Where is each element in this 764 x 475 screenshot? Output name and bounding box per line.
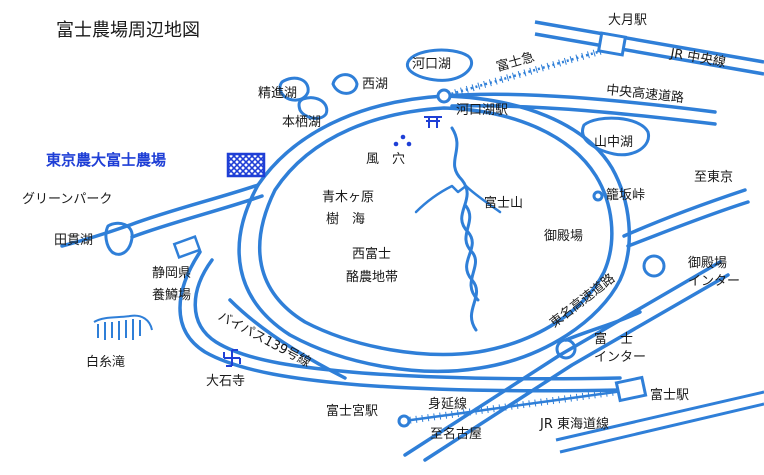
fuji-stream-2: [464, 204, 480, 302]
kagosaka-pass-label: 籠坂峠: [606, 188, 646, 203]
shrine-gate-icon: [424, 116, 442, 128]
jr-tokaido-line-label: JR 東海道線: [540, 417, 609, 432]
sai-lake-shape: [331, 73, 359, 95]
west-road: [60, 183, 260, 248]
kawaguchi-lake-label: 河口湖: [412, 57, 452, 72]
to-tokyo-road-2: [626, 200, 750, 248]
south-road: [178, 250, 622, 393]
otsuki-station-icon: [596, 31, 628, 57]
fujikyu-line-rail: [443, 46, 613, 98]
shizuoka-pref-label: 静岡県: [152, 266, 192, 281]
to-tokyo-road: [622, 188, 747, 238]
shoji-lake-shape: [278, 76, 310, 102]
minobu-line-ties: [403, 386, 631, 425]
gotemba-ic-interchange: [642, 254, 666, 278]
jukai-label: 樹 海: [326, 212, 366, 227]
cave-dots-icon: [393, 134, 412, 147]
fuji-ic-label: 富 士 インター: [594, 332, 647, 365]
fuketsu-label: 風 穴: [366, 152, 406, 167]
sai-lake-label: 西湖: [362, 77, 389, 92]
motosu-lake-label: 本栖湖: [282, 115, 322, 130]
yamanaka-lake-label: 山中湖: [594, 135, 634, 150]
chuo-expressway-road-2: [450, 104, 717, 126]
south-road-2: [193, 258, 622, 381]
kagosaka-pass-marker: [592, 190, 604, 202]
fuji-ic-link-road: [564, 310, 642, 342]
fujinomiya-station-label: 富士宮駅: [326, 404, 379, 419]
tanuki-lake-shape: [104, 221, 134, 256]
kawaguchiko-station-label: 河口湖駅: [456, 103, 509, 118]
gotemba-ic-label: 御殿場 インター: [688, 256, 741, 289]
west-road-2: [130, 194, 264, 239]
farm-area-marker: [226, 152, 266, 178]
fuji-stream: [450, 126, 479, 332]
to-tokyo-label: 至東京: [694, 170, 734, 185]
otsuki-station-label: 大月駅: [608, 13, 648, 28]
loop-road-inner: [257, 106, 614, 357]
tomei-expressway-2: [423, 273, 730, 462]
shoji-lake-label: 精進湖: [258, 86, 298, 101]
rakuno-label: 酪農地帯: [346, 270, 399, 285]
aokigahara-label: 青木ヶ原: [322, 190, 375, 205]
jr-tokaido-line-rail: [555, 390, 764, 442]
to-nagoya-label: 至名古屋: [430, 427, 483, 442]
kawaguchi-lake-shape: [406, 48, 474, 82]
oishi-temple-label: 大石寺: [206, 374, 246, 389]
tanuki-lake-label: 田貫湖: [54, 233, 94, 248]
bypass-139-road: [228, 298, 347, 380]
kawaguchiko-station-icon: [436, 88, 452, 104]
jr-tokaido-line-rail-2: [559, 402, 764, 454]
motosu-lake-shape: [297, 96, 329, 120]
shiraito-falls-label: 白糸滝: [86, 355, 126, 370]
fuji-station-icon: [614, 375, 648, 403]
jr-chuo-line-rail-2: [534, 32, 764, 76]
mt-fuji-label: 富士山: [484, 196, 524, 211]
trout-farm-marker: [172, 235, 202, 259]
manji-icon: [223, 349, 241, 367]
trout-farm-label: 養鱒場: [152, 288, 192, 303]
green-park-label: グリーンパーク: [22, 192, 113, 207]
gotemba-label: 御殿場: [544, 229, 584, 244]
waterfall-icon: [93, 314, 153, 340]
fujinomiya-station-icon: [397, 414, 411, 428]
chuo-expressway-road: [442, 92, 717, 114]
mt-fuji-outline: [414, 184, 502, 214]
minobu-line-label: 身延線: [428, 397, 468, 412]
map-title: 富士農場周辺地図: [56, 20, 200, 41]
farm-label: 東京農大富士農場: [46, 151, 167, 169]
fuji-station-label: 富士駅: [650, 388, 690, 403]
nishi-fuji-label: 西富士: [352, 247, 392, 262]
jr-chuo-line-rail: [534, 20, 764, 64]
